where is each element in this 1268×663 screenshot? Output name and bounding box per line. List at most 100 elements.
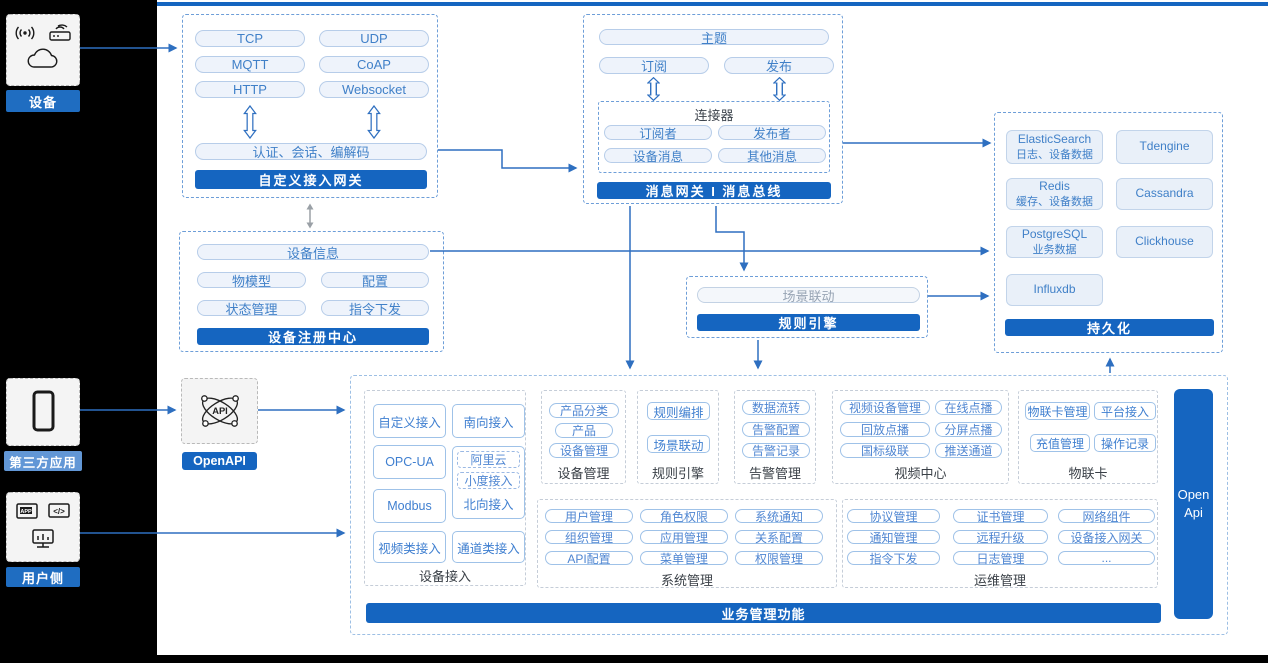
- message-gateway-box: 主题 订阅 发布 连接器 订阅者 发布者 设备消息 其他消息 消息网关 I 消息…: [583, 14, 843, 204]
- config-item: 配置: [321, 272, 429, 289]
- ops-item: 指令下发: [847, 551, 940, 566]
- persistence-box: ElasticSearch 日志、设备数据 Tdengine Redis 缓存、…: [994, 112, 1223, 353]
- topic-item: 主题: [599, 29, 829, 46]
- thirdparty-label: 第三方应用: [4, 451, 82, 471]
- business-functions-bar: 业务管理功能: [366, 603, 1161, 623]
- svg-text:API: API: [212, 406, 228, 416]
- double-arrow-icon: [243, 105, 257, 139]
- device-registry-bar: 设备注册中心: [197, 328, 429, 345]
- protocol-websocket: Websocket: [319, 81, 429, 98]
- ops-item: 证书管理: [953, 509, 1048, 524]
- open-api-vertical-bar: Open Api: [1174, 389, 1213, 619]
- video-item: 回放点播: [840, 422, 930, 437]
- section-label: 设备接入: [418, 569, 471, 584]
- rules-item: 场景联动: [647, 435, 710, 453]
- section-video-center: 视频设备管理 在线点播 回放点播 分屏点播 国标级联 推送通道 视频中心: [832, 390, 1009, 484]
- scene-linkage-item: 场景联动: [697, 287, 920, 304]
- state-mgmt-item: 状态管理: [197, 300, 306, 317]
- code-icon: </>: [48, 503, 70, 518]
- section-label: 运维管理: [973, 573, 1026, 588]
- signal-icon: [15, 26, 35, 40]
- access-northbound: 北向接入: [463, 498, 514, 512]
- db-name: Redis: [1039, 179, 1070, 194]
- access-custom: 自定义接入: [373, 404, 446, 438]
- devmgmt-item: 设备管理: [549, 443, 619, 458]
- router-icon: [49, 24, 71, 41]
- alarm-item: 告警记录: [742, 443, 810, 458]
- section-device-mgmt: 产品分类 产品 设备管理 设备管理: [541, 390, 626, 484]
- video-item: 分屏点播: [935, 422, 1002, 437]
- ops-item: 通知管理: [847, 530, 940, 545]
- iotcard-item: 充值管理: [1030, 434, 1090, 452]
- devmgmt-item: 产品分类: [549, 403, 619, 418]
- double-arrow-icon: [773, 77, 786, 101]
- alarm-item: 数据流转: [742, 400, 810, 415]
- cassandra-item: Cassandra: [1116, 178, 1213, 210]
- subscriber-item: 订阅者: [604, 125, 712, 141]
- video-item: 推送通道: [935, 443, 1002, 458]
- access-northbound-group: 阿里云 小度接入 北向接入: [452, 446, 525, 519]
- ops-item: 远程升级: [953, 530, 1048, 545]
- ops-item: 网络组件: [1058, 509, 1155, 524]
- sys-item: 菜单管理: [640, 551, 728, 566]
- influxdb-item: Influxdb: [1006, 274, 1103, 306]
- access-xiaodu: 小度接入: [457, 472, 520, 489]
- phone-icon: [32, 390, 55, 432]
- device-info-item: 设备信息: [197, 244, 429, 261]
- openapi-label: OpenAPI: [182, 452, 257, 470]
- db-name: PostgreSQL: [1021, 227, 1088, 242]
- sys-item: 权限管理: [735, 551, 823, 566]
- redis-item: Redis 缓存、设备数据: [1006, 178, 1103, 210]
- section-alarm: 数据流转 告警配置 告警记录 告警管理: [734, 390, 816, 484]
- user-label: 用户侧: [6, 567, 80, 587]
- ops-item: ...: [1058, 551, 1155, 565]
- postgresql-item: PostgreSQL 业务数据: [1006, 226, 1103, 258]
- section-label: 告警管理: [748, 466, 801, 481]
- svg-text:APP: APP: [20, 509, 32, 515]
- other-message-item: 其他消息: [718, 148, 826, 164]
- video-item: 视频设备管理: [840, 400, 930, 415]
- ops-item: 设备接入网关: [1058, 530, 1155, 545]
- video-item: 在线点播: [935, 400, 1002, 415]
- section-device-access: 自定义接入 南向接入 OPC-UA 阿里云 小度接入 北向接入 Modbus 视…: [364, 390, 526, 586]
- section-iot-card: 物联卡管理 平台接入 充值管理 操作记录 物联卡: [1018, 390, 1158, 484]
- sys-item: 关系配置: [735, 530, 823, 545]
- subscribe-item: 订阅: [599, 57, 709, 74]
- video-item: 国标级联: [840, 443, 930, 458]
- protocol-mqtt: MQTT: [195, 56, 305, 73]
- section-label: 系统管理: [660, 573, 713, 588]
- db-desc: 日志、设备数据: [1016, 148, 1093, 161]
- thing-model-item: 物模型: [197, 272, 306, 289]
- persistence-bar: 持久化: [1005, 319, 1214, 336]
- section-label: 规则引擎: [651, 466, 704, 481]
- rule-engine-box: 场景联动 规则引擎: [686, 276, 928, 338]
- section-rule-engine: 规则编排 场景联动 规则引擎: [637, 390, 719, 484]
- iotcard-item: 操作记录: [1094, 434, 1156, 452]
- access-video: 视频类接入: [373, 531, 446, 563]
- auth-session-codec: 认证、会话、编解码: [195, 143, 427, 160]
- double-arrow-icon: [367, 105, 381, 139]
- access-aliyun: 阿里云: [457, 451, 520, 468]
- section-label: 设备管理: [557, 466, 610, 481]
- ops-item: 日志管理: [953, 551, 1048, 566]
- message-bus-bar: 消息网关 I 消息总线: [597, 182, 831, 199]
- connector-title: 连接器: [694, 108, 734, 123]
- section-label: 视频中心: [894, 466, 947, 481]
- db-desc: 业务数据: [1032, 243, 1077, 256]
- protocol-coap: CoAP: [319, 56, 429, 73]
- device-message-item: 设备消息: [604, 148, 712, 164]
- sys-item: 应用管理: [640, 530, 728, 545]
- section-label: 物联卡: [1068, 466, 1108, 481]
- elasticsearch-item: ElasticSearch 日志、设备数据: [1006, 130, 1103, 164]
- user-side-icons: APP </>: [16, 503, 70, 548]
- device-registry-box: 设备信息 物模型 配置 状态管理 指令下发 设备注册中心: [179, 231, 444, 352]
- rule-engine-bar: 规则引擎: [697, 314, 920, 331]
- app-icon: APP: [16, 503, 38, 519]
- rules-item: 规则编排: [647, 402, 710, 420]
- sys-item: 用户管理: [545, 509, 633, 524]
- command-dispatch-item: 指令下发: [321, 300, 429, 317]
- sys-item: 系统通知: [735, 509, 823, 524]
- alarm-item: 告警配置: [742, 422, 810, 437]
- db-name: ElasticSearch: [1017, 132, 1092, 147]
- user-icons-box: APP </>: [6, 492, 80, 562]
